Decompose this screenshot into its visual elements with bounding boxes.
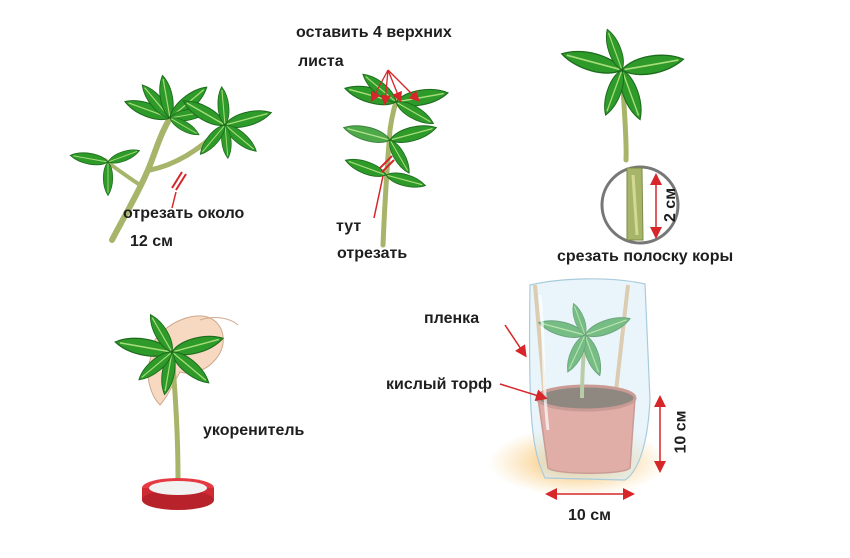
step5-pot xyxy=(488,278,668,500)
step1-cut-label-line2: 12 см xyxy=(130,233,173,250)
step1-plant xyxy=(68,73,274,243)
step2-cut-label: отрезать xyxy=(337,245,408,262)
magnifier xyxy=(600,165,680,245)
step5-peat-label: кислый торф xyxy=(386,376,493,393)
step1-cut-label-line1: отрезать около xyxy=(123,205,245,222)
step4-rooting-label: укоренитель xyxy=(203,422,305,439)
step4-plant xyxy=(113,310,239,510)
step2-leave-label-line1: оставить 4 верхних xyxy=(296,24,452,41)
step5-width-label: 10 см xyxy=(568,507,611,524)
step3-plant xyxy=(558,26,686,245)
step5-film-label: пленка xyxy=(424,310,480,327)
step2-leave-label-line2: листа xyxy=(298,53,344,70)
step2-plant xyxy=(341,68,451,248)
step3-bark-label: срезать полоску коры xyxy=(557,248,734,265)
step5-height-label: 10 см xyxy=(672,410,690,454)
step3-size-label: 2 см xyxy=(662,187,680,223)
step2-here-label: тут xyxy=(336,218,362,235)
